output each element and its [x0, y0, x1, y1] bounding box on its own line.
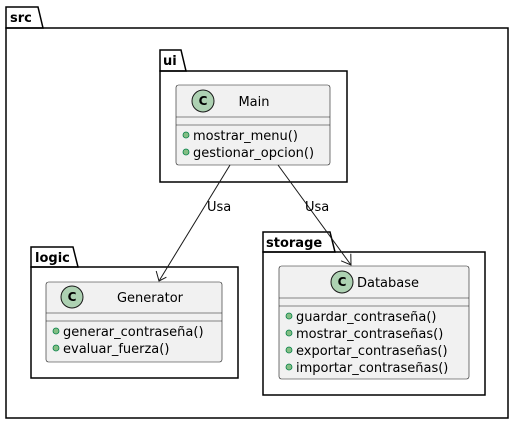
public-method-icon [182, 148, 190, 156]
public-method-icon [182, 131, 190, 139]
method-item: generar_contraseña() [63, 325, 204, 340]
method-item: exportar_contraseñas() [296, 344, 448, 359]
class-database-name: Database [357, 276, 419, 291]
class-generator-box [45, 281, 223, 363]
public-method-icon [52, 327, 60, 335]
public-method-icon [285, 329, 293, 337]
method-item: importar_contraseñas() [296, 361, 448, 376]
relation-main-to-database: Usa [277, 164, 352, 266]
class-generator: C Generator generar_contraseña() evaluar… [45, 281, 223, 363]
public-method-icon [285, 363, 293, 371]
package-storage-label: storage [266, 236, 322, 251]
package-storage-frame [262, 251, 486, 396]
package-ui: ui [159, 49, 348, 183]
package-src-frame [5, 27, 509, 419]
package-ui-label: ui [163, 54, 177, 69]
package-logic: logic [30, 246, 239, 379]
arrowhead-icon [340, 253, 352, 266]
relation-label: Usa [207, 200, 231, 215]
arrowhead-icon [155, 270, 167, 282]
method-item: evaluar_fuerza() [63, 342, 169, 357]
class-database-box [278, 265, 470, 380]
class-generator-stereotype: C [68, 290, 77, 304]
class-icon [60, 285, 84, 309]
relation-line [158, 164, 231, 282]
class-database-stereotype: C [338, 275, 347, 289]
package-src-label: src [10, 11, 32, 26]
relation-line [277, 164, 352, 266]
class-main-stereotype: C [199, 94, 208, 108]
package-src: src [5, 6, 509, 419]
public-method-icon [285, 346, 293, 354]
public-method-icon [285, 312, 293, 320]
package-storage: storage [262, 231, 486, 396]
class-main-name: Main [238, 95, 269, 110]
method-item: gestionar_opcion() [193, 146, 314, 161]
class-main: C Main mostrar_menu() gestionar_opcion() [175, 84, 331, 166]
class-generator-name: Generator [117, 291, 184, 306]
class-icon [191, 89, 215, 113]
package-ui-frame [159, 70, 348, 183]
package-logic-label: logic [35, 251, 70, 266]
class-database: C Database guardar_contraseña() mostrar_… [278, 265, 470, 380]
relation-main-to-generator: Usa [155, 164, 231, 282]
relation-label: Usa [305, 200, 329, 215]
method-item: mostrar_menu() [193, 129, 298, 144]
method-item: guardar_contraseña() [296, 310, 437, 325]
package-logic-frame [30, 266, 239, 379]
public-method-icon [52, 344, 60, 352]
method-item: mostrar_contraseñas() [296, 327, 443, 342]
class-icon [330, 270, 354, 294]
